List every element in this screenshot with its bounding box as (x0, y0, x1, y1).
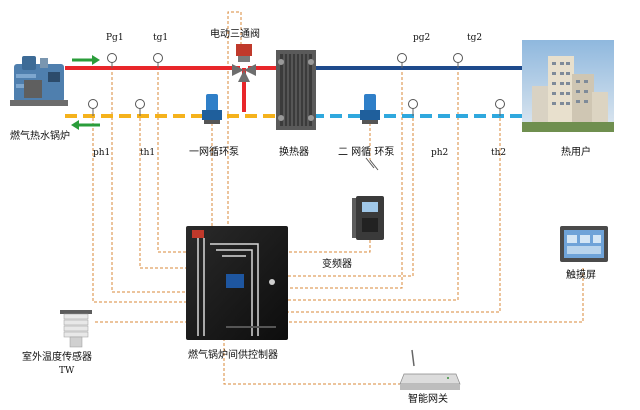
heat-exchanger-label: 换热器 (279, 147, 309, 158)
three-way-valve-icon (232, 44, 256, 82)
sensor-label-pg1: Pg1 (106, 33, 124, 43)
inverter-label: 变频器 (322, 259, 352, 270)
boiler-icon (10, 56, 68, 106)
valve-label: 电动三通阀 (210, 29, 260, 40)
temp-gauge-th2-icon (495, 99, 505, 116)
heat-user-label: 热用户 (561, 147, 591, 158)
sensor-label-th2: th2 (491, 148, 507, 158)
gateway-router-icon (399, 349, 461, 390)
outdoor-sensor-icon (60, 310, 92, 348)
heat-exchanger-icon (276, 50, 316, 130)
sensor-label-ph1: ph1 (93, 148, 111, 158)
boiler-label: 燃气热水锅炉 (10, 131, 70, 142)
pressure-gauge-ph2-icon (408, 99, 418, 116)
touchscreen-label: 触摸屏 (566, 270, 596, 281)
signal-wires (92, 11, 584, 385)
primary-pump-icon (202, 94, 222, 124)
secondary-pump-label: 二 网循 环泵 (338, 147, 395, 158)
touchscreen-icon (560, 226, 608, 262)
gateway-label: 智能网关 (408, 394, 448, 405)
outdoor-sensor-code: TW (59, 366, 75, 376)
flow-arrow-in (71, 120, 100, 130)
primary-pump-label: 一网循环泵 (189, 147, 239, 158)
sensor-label-th1: th1 (140, 148, 156, 158)
inverter-icon (352, 157, 384, 240)
temp-gauge-tg2-icon (453, 53, 463, 68)
sensor-label-tg2: tg2 (467, 33, 483, 43)
temp-gauge-tg1-icon (153, 53, 163, 68)
flow-arrow-out (72, 55, 100, 65)
outdoor-sensor-label: 室外温度传感器 (22, 352, 92, 363)
controller-cabinet-icon (186, 226, 288, 340)
sensor-label-tg1: tg1 (153, 33, 169, 43)
pressure-gauge-pg1-icon (107, 53, 117, 68)
pressure-gauge-pg2-icon (397, 53, 407, 68)
pressure-gauge-ph1-icon (88, 99, 98, 116)
controller-label: 燃气锅炉间供控制器 (188, 350, 278, 361)
heat-user-building-icon (522, 40, 614, 132)
sensor-label-pg2: pg2 (413, 33, 431, 43)
sensor-label-ph2: ph2 (431, 148, 449, 158)
secondary-pump-icon (360, 94, 380, 124)
temp-gauge-th1-icon (135, 99, 145, 116)
